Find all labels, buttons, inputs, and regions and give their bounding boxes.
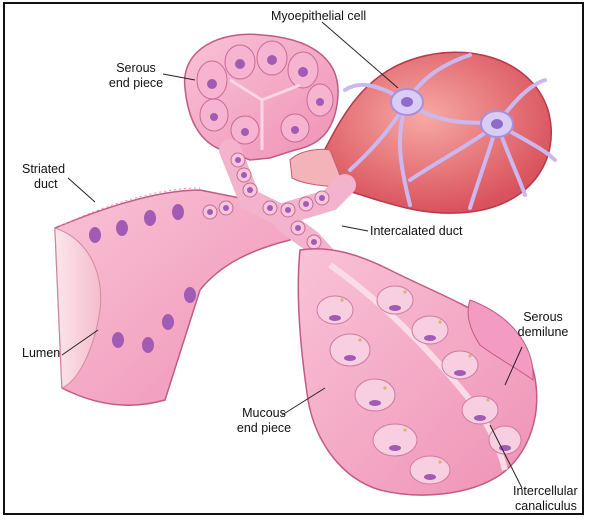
label-serous-end-piece: Serous end piece bbox=[108, 61, 164, 91]
label-mucous-end-piece: Mucous end piece bbox=[232, 406, 296, 436]
striated-duct bbox=[55, 188, 300, 405]
label-striated-duct: Striated duct bbox=[22, 162, 65, 192]
label-intercalated-duct: Intercalated duct bbox=[370, 224, 462, 239]
serous-end-piece bbox=[185, 34, 339, 160]
label-serous-demilune: Serous demilune bbox=[510, 310, 576, 340]
mucous-end-piece bbox=[298, 249, 536, 495]
label-lumen: Lumen bbox=[22, 346, 60, 361]
label-myoepithelial-cell: Myoepithelial cell bbox=[271, 9, 366, 24]
label-intercellular-canaliculus: Intercellular canaliculus bbox=[513, 484, 578, 514]
